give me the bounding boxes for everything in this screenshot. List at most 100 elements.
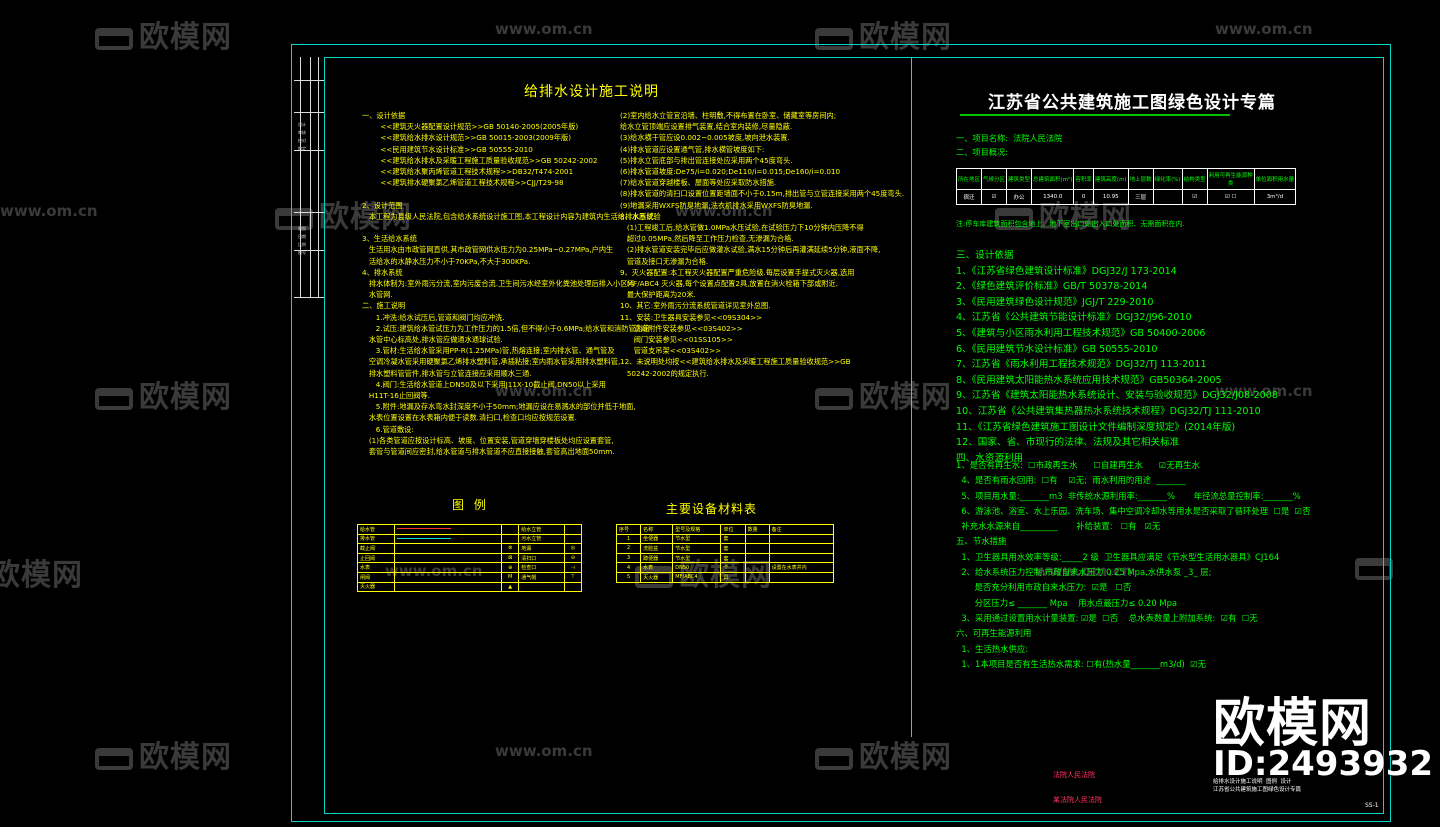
title-block-text: 日期 (298, 234, 306, 239)
table-note: 注:停车库建筑面积包含地上、地下室出口处出入口处面积、无需面积在内. (956, 220, 1185, 228)
equipment-cell (744, 562, 770, 573)
equipment-cell: 水表 (640, 562, 674, 573)
watermark-logo: 欧模网 (95, 732, 232, 776)
equipment-title: 主要设备材料表 (666, 502, 758, 516)
overview-header-cell: 利用可再生能源种类 (1206, 168, 1255, 190)
legend-cell (563, 581, 583, 593)
drawing-outer-frame (291, 44, 1391, 822)
legend-cell: 地漏 (518, 543, 565, 554)
overview-value-cell: ☑ (1181, 189, 1208, 205)
overview-header-cell: 容积率 (1073, 168, 1094, 190)
legend-cell: 给水立管 (518, 524, 565, 535)
title-block-text: 审核 (298, 130, 306, 135)
overview-value-cell: 宿迁 (955, 189, 983, 205)
legend-cell: ⊖ (563, 552, 583, 564)
legend-cell (563, 533, 583, 545)
equipment-cell: MF/ABC4 (672, 571, 722, 583)
equipment-cell (744, 571, 770, 583)
legend-cell: 截止阀 (357, 543, 395, 554)
overview-value-cell: 三层 (1127, 189, 1154, 205)
legend-line-red (396, 528, 451, 530)
equipment-header-cell: 序号 (615, 524, 642, 535)
title-block-text: 审定 (298, 146, 306, 151)
overview-header-cell: 所在地区 (955, 168, 983, 190)
overview-value-cell: 10.95 (1092, 189, 1129, 205)
legend-cell (393, 552, 503, 564)
title-block-line (300, 57, 301, 297)
equipment-cell (768, 533, 835, 545)
equipment-header-cell: 数量 (744, 524, 770, 535)
left-sheet-title: 给排水设计施工说明 (524, 84, 659, 100)
overview-value-cell: ☑ (981, 189, 1008, 205)
equipment-cell: 蹲便器 (640, 552, 674, 564)
watermark-logo: 欧模网 (815, 12, 952, 56)
overview-header-cell: 气候分区 (981, 168, 1008, 190)
equipment-cell: 节水型 (672, 543, 722, 554)
legend-cell (518, 581, 565, 593)
equipment-cell: 节水型 (672, 552, 722, 564)
equipment-cell: 灭火器 (640, 571, 674, 583)
equipment-cell: 坐便器 (640, 533, 674, 545)
legend-title: 图 例 (452, 498, 489, 512)
equipment-header-cell: 单位 (720, 524, 746, 535)
legend-cell: M (501, 571, 520, 583)
equipment-cell: 设置在水表井内 (768, 562, 835, 573)
legend-cell: ▲ (501, 581, 520, 593)
title-block-text: 制图 (298, 226, 306, 231)
legend-row: 灭火器▲ (357, 581, 583, 593)
overview-value-cell: 3m³/d (1253, 189, 1297, 205)
legend-cell: 水表 (357, 562, 395, 573)
legend-cell: 检查口 (518, 562, 565, 573)
equipment-cell (768, 543, 835, 554)
title-block-text: 校对 (298, 138, 306, 143)
project-info: 一、项目名称: 法院人民法院 二、项目概况: (956, 133, 1063, 157)
legend-cell: ⊗ (501, 543, 520, 554)
equipment-cell: 套 (720, 552, 746, 564)
overview-value-cell: 办公 (1006, 189, 1033, 205)
legend-line-cyan (396, 537, 451, 539)
legend-cell: ⊕ (501, 562, 520, 573)
legend-cell: 止回阀 (357, 552, 395, 564)
overview-value-cell (1152, 189, 1183, 205)
legend-row: 止回阀⊠清扫口⊖ (357, 552, 583, 564)
water-resources-section: 1、是否有再生水: ☐市政再生水 ☐自建再生水 ☑无再生水 4、是否有雨水回用:… (956, 460, 1311, 669)
legend-cell: 污水立管 (518, 533, 565, 545)
design-basis-list: 三、设计依据 1、《江苏省绿色建筑设计标准》DGJ32/J 173-2014 2… (956, 250, 1278, 464)
design-notes-col2: (2)室内给水立管宜沿墙、柱明敷,不得布置在卧室、储藏室等房间内; 给水立管顶端… (620, 111, 905, 378)
equipment-cell (744, 552, 770, 564)
watermark-logo: 欧模网 (95, 12, 232, 56)
title-block-line (294, 80, 324, 81)
legend-cell (393, 581, 503, 593)
equipment-cell: 洗脸盆 (640, 543, 674, 554)
legend-cell: 闸阀 (357, 571, 395, 583)
title-block-line (294, 212, 324, 213)
equipment-cell: 1 (615, 533, 642, 545)
equipment-cell (744, 533, 770, 545)
watermark-logo: 欧模网 (0, 558, 83, 593)
equipment-cell (768, 552, 835, 564)
watermark-url: www.om.cn (495, 20, 593, 38)
legend-cell (393, 524, 503, 535)
watermark-logo: 欧模网 (995, 192, 1132, 236)
overview-header-cell: 单位面积用水量 (1253, 168, 1297, 190)
legend-cell (563, 524, 583, 535)
legend-row: 截止阀⊗地漏◎ (357, 543, 583, 554)
legend-cell: 通气帽 (518, 571, 565, 583)
title-block-text: 比例 (298, 242, 306, 247)
overview-header-cell: 绿化率(%) (1152, 168, 1183, 190)
legend-cell: 排水管 (357, 533, 395, 545)
watermark-url: www.om.cn (1215, 382, 1313, 400)
overview-value-cell: ☑ ☐ (1206, 189, 1255, 205)
equipment-cell: 2 (615, 543, 642, 554)
watermark-url: www.om.cn (1215, 20, 1313, 38)
title-block-line (310, 57, 311, 297)
legend-cell: ⊣ (563, 562, 583, 573)
legend-cell (393, 571, 503, 583)
watermark-url: www.om.cn (0, 202, 98, 220)
design-notes-col1: 一、设计依据 <<建筑灭火器配置设计规范>>GB 50140-2005(2005… (362, 111, 657, 457)
